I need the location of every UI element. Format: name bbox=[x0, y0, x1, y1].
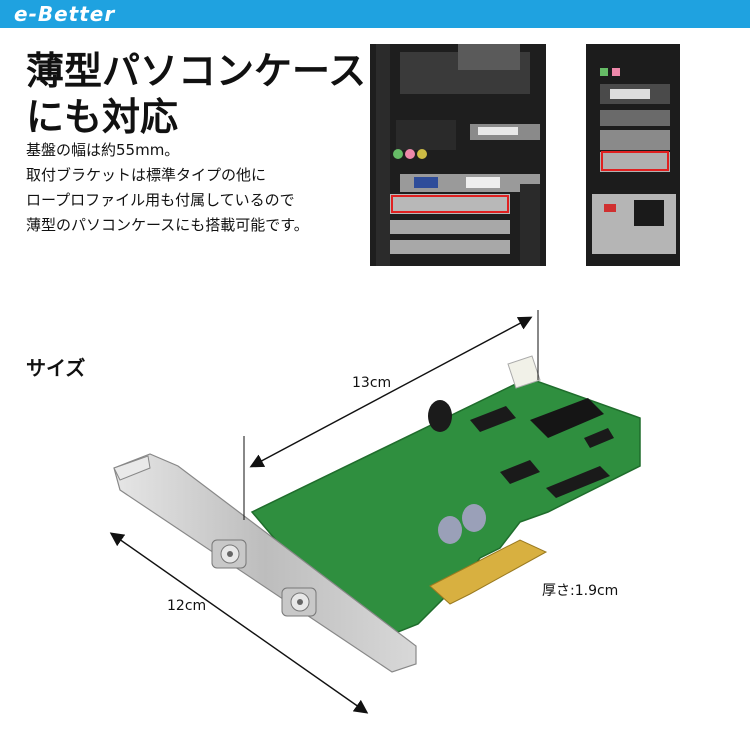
product-illustration bbox=[0, 290, 750, 750]
headline-line-1: 薄型パソコンケース bbox=[26, 49, 367, 93]
brand-logo: e-Better bbox=[14, 2, 116, 26]
headline-line-2: にも対応 bbox=[26, 95, 179, 139]
description-line-2: 取付ブラケットは標準タイプの他に bbox=[26, 166, 267, 184]
size-section-title: サイズ bbox=[26, 356, 86, 380]
tv-tuner-card-illustration bbox=[109, 310, 641, 714]
dimension-bracket-label: 12cm bbox=[167, 598, 207, 614]
dimension-length-label: 13cm bbox=[352, 375, 392, 391]
dim-12-arrow bbox=[109, 532, 369, 714]
dimension-thickness-label: 厚さ:1.9cm bbox=[542, 583, 619, 599]
bracket-tab bbox=[113, 455, 151, 481]
f-connector-bottom bbox=[281, 587, 317, 617]
brand-bar: e-Better bbox=[0, 0, 750, 28]
chip-4 bbox=[584, 428, 614, 448]
capacitor-right bbox=[462, 504, 486, 532]
highlight-slot-box bbox=[391, 195, 509, 213]
highlight-slot-box-slim bbox=[601, 151, 669, 171]
f-connector-top bbox=[211, 539, 247, 569]
description-line-1: 基盤の幅は約55mm。 bbox=[26, 141, 180, 159]
description: 基盤の幅は約55mm。 取付ブラケットは標準タイプの他に ロープロファイル用も付… bbox=[26, 138, 309, 238]
description-line-3: ロープロファイル用も付属しているので bbox=[26, 191, 295, 209]
photo-pc-case-slim bbox=[586, 44, 680, 266]
headline: 薄型パソコンケース にも対応 bbox=[26, 48, 366, 140]
pc-case-standard-illustration bbox=[370, 44, 546, 266]
description-line-4: 薄型のパソコンケースにも搭載可能です。 bbox=[26, 216, 309, 234]
dim-13-arrow bbox=[249, 316, 533, 468]
sata-connector bbox=[546, 466, 610, 498]
pcie-edge-connector bbox=[429, 539, 548, 605]
capacitor-left bbox=[438, 516, 462, 544]
main-chip bbox=[530, 398, 604, 438]
capacitor-black bbox=[428, 400, 452, 432]
photo-pc-case-standard bbox=[370, 44, 546, 266]
pc-case-slim-illustration bbox=[586, 44, 680, 266]
